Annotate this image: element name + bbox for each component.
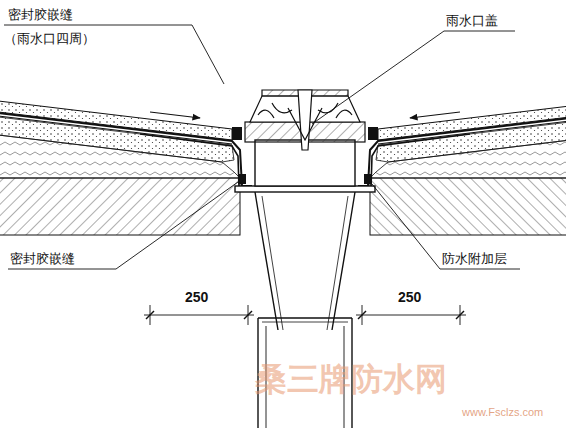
callout-label: 雨水口盖 xyxy=(446,13,498,29)
watermark: 桑三牌防水网 xyxy=(255,360,447,398)
callout-label: 密封胶嵌缝 xyxy=(10,251,75,267)
callout-label: 密封胶嵌缝 xyxy=(8,7,73,23)
dimension-value: 250 xyxy=(398,289,421,305)
watermark-url: www.Fsclzs.com xyxy=(462,404,543,420)
callout-label: 防水附加层 xyxy=(442,251,507,267)
callout-note: （雨水口四周） xyxy=(4,31,95,47)
dimension-value: 250 xyxy=(185,289,208,305)
